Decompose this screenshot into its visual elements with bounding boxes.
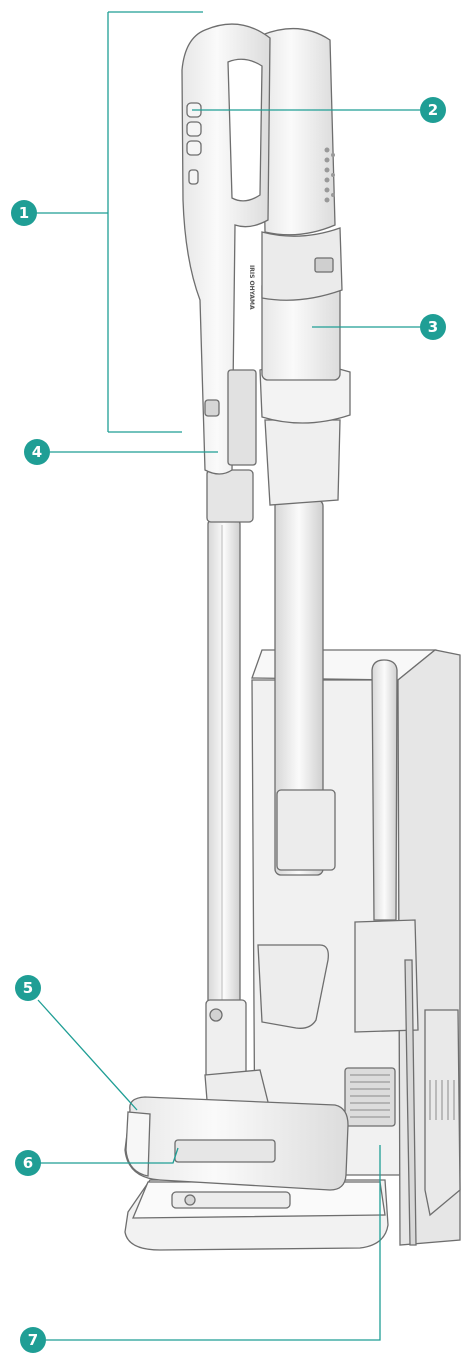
callout-label-2: 2 [428, 101, 438, 119]
callout-badges: 1 2 3 4 5 6 7 [11, 97, 446, 1353]
callout-label-5: 5 [23, 979, 33, 997]
battery-release [204, 399, 220, 417]
stand-base-slot [171, 1191, 291, 1209]
pipe-release-button [209, 1008, 223, 1022]
pipe-hook [257, 944, 329, 1029]
floor-head-bumper [125, 1111, 151, 1177]
boost-button [186, 140, 202, 156]
callout-label-4: 4 [32, 443, 42, 461]
callout-badge-7: 7 [20, 1327, 46, 1353]
body-pipe-sleeve [276, 789, 336, 871]
callout-line-7 [46, 1145, 381, 1341]
callout-lines [36, 11, 420, 1341]
callout-badge-6: 6 [15, 1150, 41, 1176]
stand-column [404, 959, 417, 1246]
callout-badge-3: 3 [420, 314, 446, 340]
tool-holder [354, 919, 419, 1033]
battery-pack [227, 369, 257, 466]
callout-label-3: 3 [428, 318, 438, 336]
handle-grip-opening [227, 58, 263, 202]
callout-badge-5: 5 [15, 975, 41, 1001]
callout-label-1: 1 [19, 204, 29, 222]
mode-button [186, 121, 202, 137]
filter-band [261, 227, 343, 301]
vent-slots [350, 1074, 390, 1118]
brush-bristles [429, 1080, 455, 1120]
brand-text: IRIS OHYAMA [248, 265, 255, 310]
indicator-light [188, 169, 199, 185]
callout-label-7: 7 [28, 1331, 38, 1349]
crevice-tool [371, 659, 398, 921]
floor-head-roller-window [174, 1139, 276, 1163]
filter-release [314, 257, 334, 273]
stick-vacuum [124, 23, 351, 1191]
motor-housing [261, 27, 336, 236]
callout-badge-1: 1 [11, 200, 37, 226]
callout-label-6: 6 [23, 1154, 33, 1172]
callout-line-6 [40, 1147, 179, 1164]
callout-badge-2: 2 [420, 97, 446, 123]
callout-line-1 [36, 11, 203, 433]
exhaust-holes [324, 147, 335, 203]
dust-cup-base [264, 419, 341, 506]
callout-badge-4: 4 [24, 439, 50, 465]
stand-base-screw [184, 1194, 196, 1206]
pipe-joint-top [206, 469, 254, 523]
callout-line-5 [37, 999, 138, 1111]
